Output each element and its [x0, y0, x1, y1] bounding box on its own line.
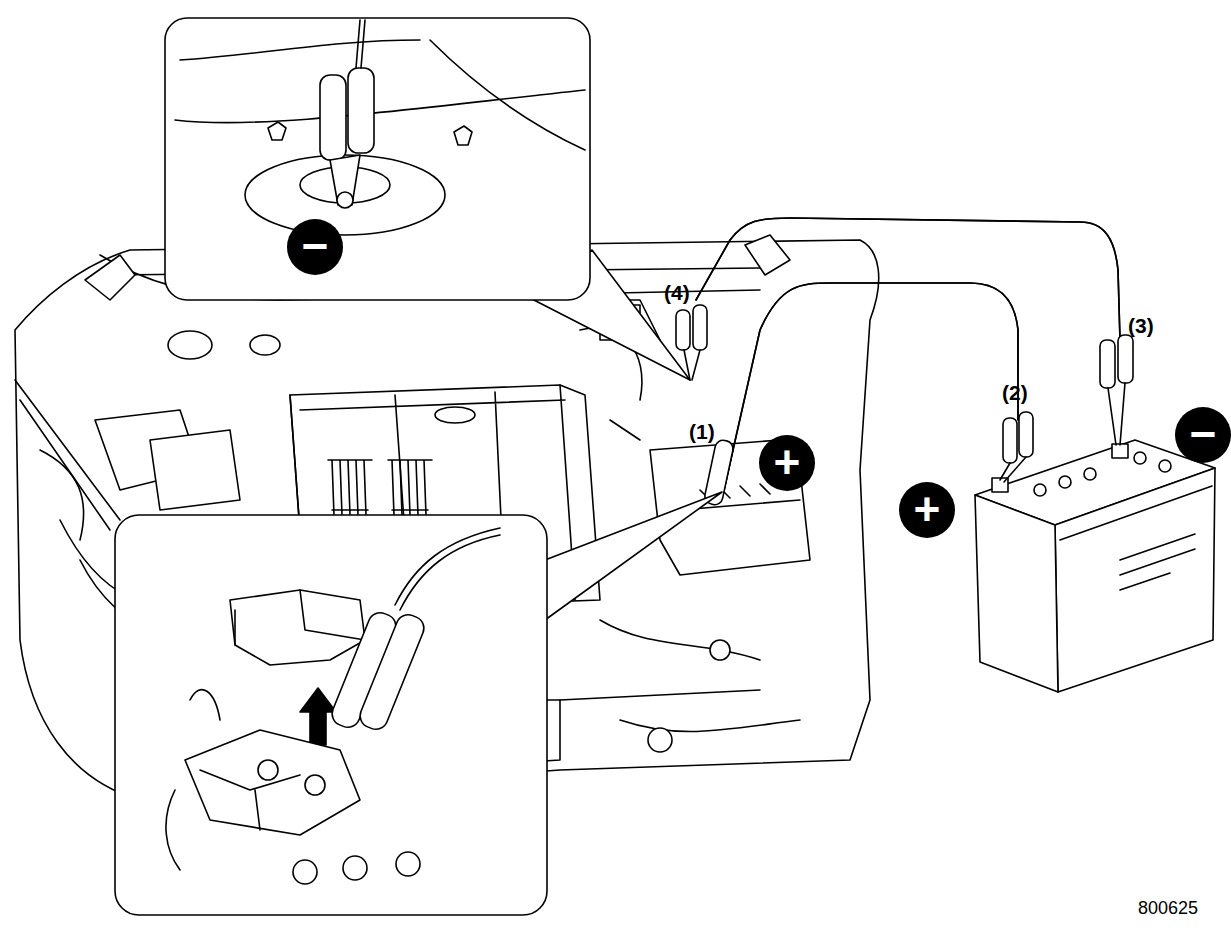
polarity-symbol: −: [1175, 407, 1231, 463]
inset-pointer: [545, 492, 722, 620]
cell-cap: [1034, 484, 1046, 496]
negative-cable: [696, 218, 1120, 340]
cell-cap: [1059, 476, 1071, 488]
inset-cable: [395, 528, 500, 610]
positive-cable: [724, 283, 1018, 490]
terminal-detail: [166, 690, 300, 870]
cell-cap: [1159, 460, 1171, 472]
terminal-cover: [230, 590, 365, 665]
ground-point-inset: [165, 18, 690, 380]
strut-top: [245, 155, 445, 235]
bolt: [648, 728, 672, 752]
emblem: [435, 407, 475, 423]
clamp-4: [676, 310, 690, 350]
clamp-3: [1100, 340, 1115, 388]
clamp-2: [1019, 412, 1033, 457]
reservoir-cap: [168, 331, 212, 359]
bolt: [710, 640, 730, 660]
figure-number: 800625: [1138, 898, 1198, 919]
booster-battery: [975, 440, 1215, 692]
inset-bolt: [337, 192, 353, 208]
battery-cap: [343, 856, 367, 880]
callout-number: (2): [1002, 381, 1028, 405]
inset-clamp: [357, 611, 428, 733]
callout-number: (4): [664, 281, 690, 305]
clamps: [676, 305, 1133, 506]
battery-side: [975, 495, 1058, 692]
terminal-cover-edge: [235, 590, 365, 645]
battery-cap: [396, 852, 420, 876]
right-strut: [745, 235, 790, 275]
positive-cable: [724, 283, 1018, 490]
body-panel: [175, 40, 585, 150]
inset-cable: [356, 20, 365, 68]
engine-lower: [560, 620, 800, 732]
clamp-4: [693, 305, 707, 350]
battery-cap: [293, 860, 317, 884]
jumper-cables: [696, 218, 1120, 490]
negative-cable: [696, 218, 1120, 340]
callout-number: (3): [1128, 314, 1154, 338]
hood-stay: [15, 380, 120, 530]
cell-cap: [1134, 452, 1146, 464]
inset-clamp-handle: [348, 68, 374, 153]
positive-terminal-inset: [115, 492, 722, 915]
intake-parts: [150, 430, 240, 510]
clamp-3: [1118, 335, 1133, 383]
polarity-symbol: +: [899, 482, 955, 538]
cell-cap: [1084, 468, 1096, 480]
terminal-nut: [305, 775, 325, 795]
battery-lines: [1060, 486, 1212, 590]
stud: [454, 126, 472, 145]
lift-arrow: [300, 688, 336, 745]
negative-terminal: [1112, 444, 1128, 458]
callout-number: (1): [689, 420, 715, 444]
inset-clamp-handle: [320, 75, 346, 160]
stud: [268, 122, 286, 140]
clamp-1: [703, 439, 734, 506]
reservoir-cap: [250, 335, 280, 355]
clamp-3-jaw: [1108, 383, 1125, 445]
battery-front: [1055, 468, 1215, 692]
left-strut: [85, 255, 135, 300]
clamp-2: [1003, 418, 1017, 463]
polarity-symbol: +: [759, 435, 815, 491]
polarity-symbol: −: [287, 219, 343, 275]
terminal-nut: [258, 760, 278, 780]
inset-frame: [115, 515, 547, 915]
clamp-2-jaw: [1000, 457, 1026, 482]
inset-frame: [165, 18, 590, 300]
